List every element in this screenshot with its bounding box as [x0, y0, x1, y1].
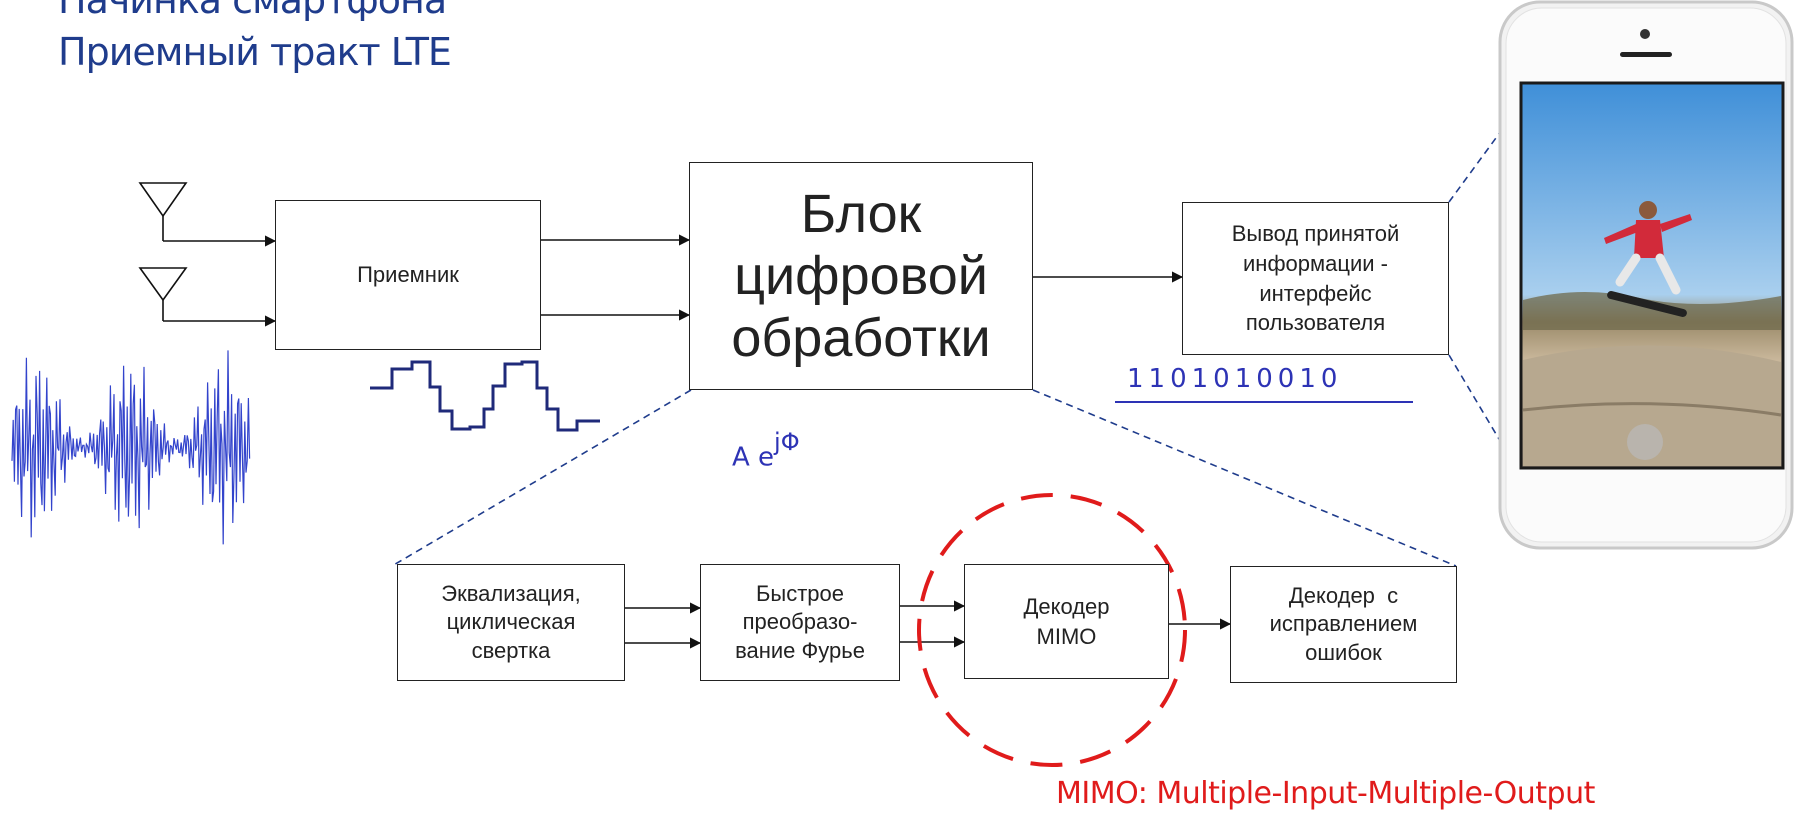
fft-label-line3: вание Фурье — [735, 637, 865, 663]
phone-zoom-line-bottom — [1448, 354, 1516, 467]
smartphone-icon — [1498, 0, 1794, 550]
dsp-label-line2: цифровой — [734, 245, 988, 306]
fft-label-line2: преобразо- — [742, 609, 858, 635]
fec-decoder-label-line2: исправлением — [1269, 611, 1418, 637]
fft-block: Быстрое преобразо- вание Фурье — [700, 564, 900, 681]
fec-decoder-label-line3: ошибок — [1305, 639, 1382, 665]
zoom-line-left — [391, 389, 692, 567]
equalization-label-line1: Эквализация, — [441, 580, 581, 606]
zoom-line-right — [1032, 389, 1457, 567]
output-label-line1: Вывод принятой — [1231, 221, 1400, 247]
fec-decoder-block: Декодер с исправлением ошибок — [1230, 566, 1457, 683]
antenna-icon — [138, 182, 188, 241]
equalization-label-line3: свертка — [471, 637, 551, 663]
fec-decoder-label-line1: Декодер с — [1288, 582, 1399, 608]
antenna-icon — [138, 267, 188, 321]
mimo-decoder-label-line1: Декодер — [1023, 593, 1110, 619]
analog-signal-waveform — [11, 350, 251, 545]
fft-label-line1: Быстрое — [755, 580, 845, 606]
signal-formula: A ejΦ — [732, 428, 800, 473]
mimo-decoder-label-line2: MIMO — [1036, 623, 1097, 649]
formula-base: A e — [732, 442, 775, 473]
title-line-2: Приемный тракт LTE — [58, 30, 452, 74]
bit-sequence: 1101010010 — [1127, 364, 1343, 394]
output-label-line2: информации - — [1243, 250, 1388, 276]
output-block: Вывод принятой информации - интерфейс по… — [1182, 202, 1449, 355]
phone-zoom-line-top — [1448, 111, 1516, 203]
receiver-label: Приемник — [357, 262, 459, 288]
output-label-line3: интерфейс — [1259, 280, 1372, 306]
digital-signal-waveform — [370, 360, 600, 432]
equalization-label-line2: циклическая — [446, 609, 576, 635]
formula-exponent: jΦ — [774, 428, 800, 456]
dsp-block: Блок цифровой обработки — [689, 162, 1033, 390]
mimo-highlight-circle — [917, 493, 1187, 767]
receiver-block: Приемник — [275, 200, 541, 350]
mimo-definition-note: MIMO: Multiple-Input-Multiple-Output — [1056, 776, 1595, 811]
output-label-line4: пользователя — [1245, 310, 1386, 336]
mimo-decoder-block: Декодер MIMO — [964, 564, 1169, 679]
title-line-1: Начинка смартфона — [58, 0, 447, 22]
bit-sequence-underline — [1115, 401, 1413, 403]
dsp-label-line1: Блок — [800, 183, 922, 244]
equalization-block: Эквализация, циклическая свертка — [397, 564, 625, 681]
dsp-label-line3: обработки — [731, 308, 991, 369]
